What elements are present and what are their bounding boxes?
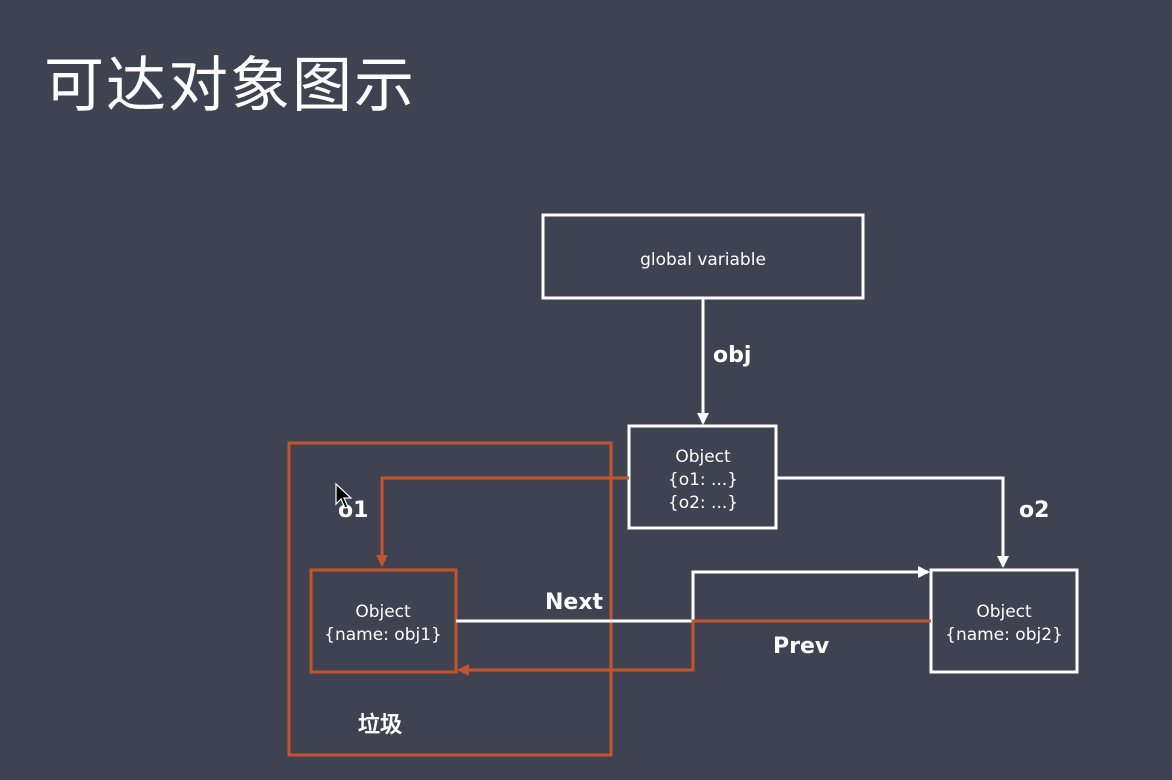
obj1-line2: {name: obj1}	[324, 625, 442, 645]
global-variable-label: global variable	[640, 250, 766, 270]
garbage-region	[287, 441, 613, 757]
obj2-line1: Object	[976, 602, 1032, 622]
obj1-line1: Object	[355, 602, 411, 622]
root-object-line3: {o2: ...}	[668, 493, 738, 513]
edge-next	[456, 566, 930, 623]
global-variable-node: global variable	[541, 213, 865, 300]
edge-prev-label: Prev	[773, 634, 830, 659]
obj1-node: Object {name: obj1}	[309, 568, 458, 674]
edge-o1	[376, 476, 629, 567]
root-object-line1: Object	[675, 447, 731, 467]
obj2-node: Object {name: obj2}	[929, 568, 1079, 674]
edge-prev	[457, 619, 931, 676]
edge-o2	[776, 476, 1009, 568]
garbage-label: 垃圾	[358, 712, 403, 738]
mouse-pointer-icon	[335, 482, 353, 509]
edge-obj-label: obj	[713, 343, 751, 368]
root-object-line2: {o1: ...}	[668, 470, 738, 490]
edge-next-label: Next	[545, 590, 604, 615]
root-object-node: Object {o1: ...} {o2: ...}	[627, 424, 778, 530]
slide-title: 可达对象图示	[44, 51, 416, 121]
edge-o2-label: o2	[1019, 498, 1049, 523]
obj2-line2: {name: obj2}	[945, 625, 1063, 645]
